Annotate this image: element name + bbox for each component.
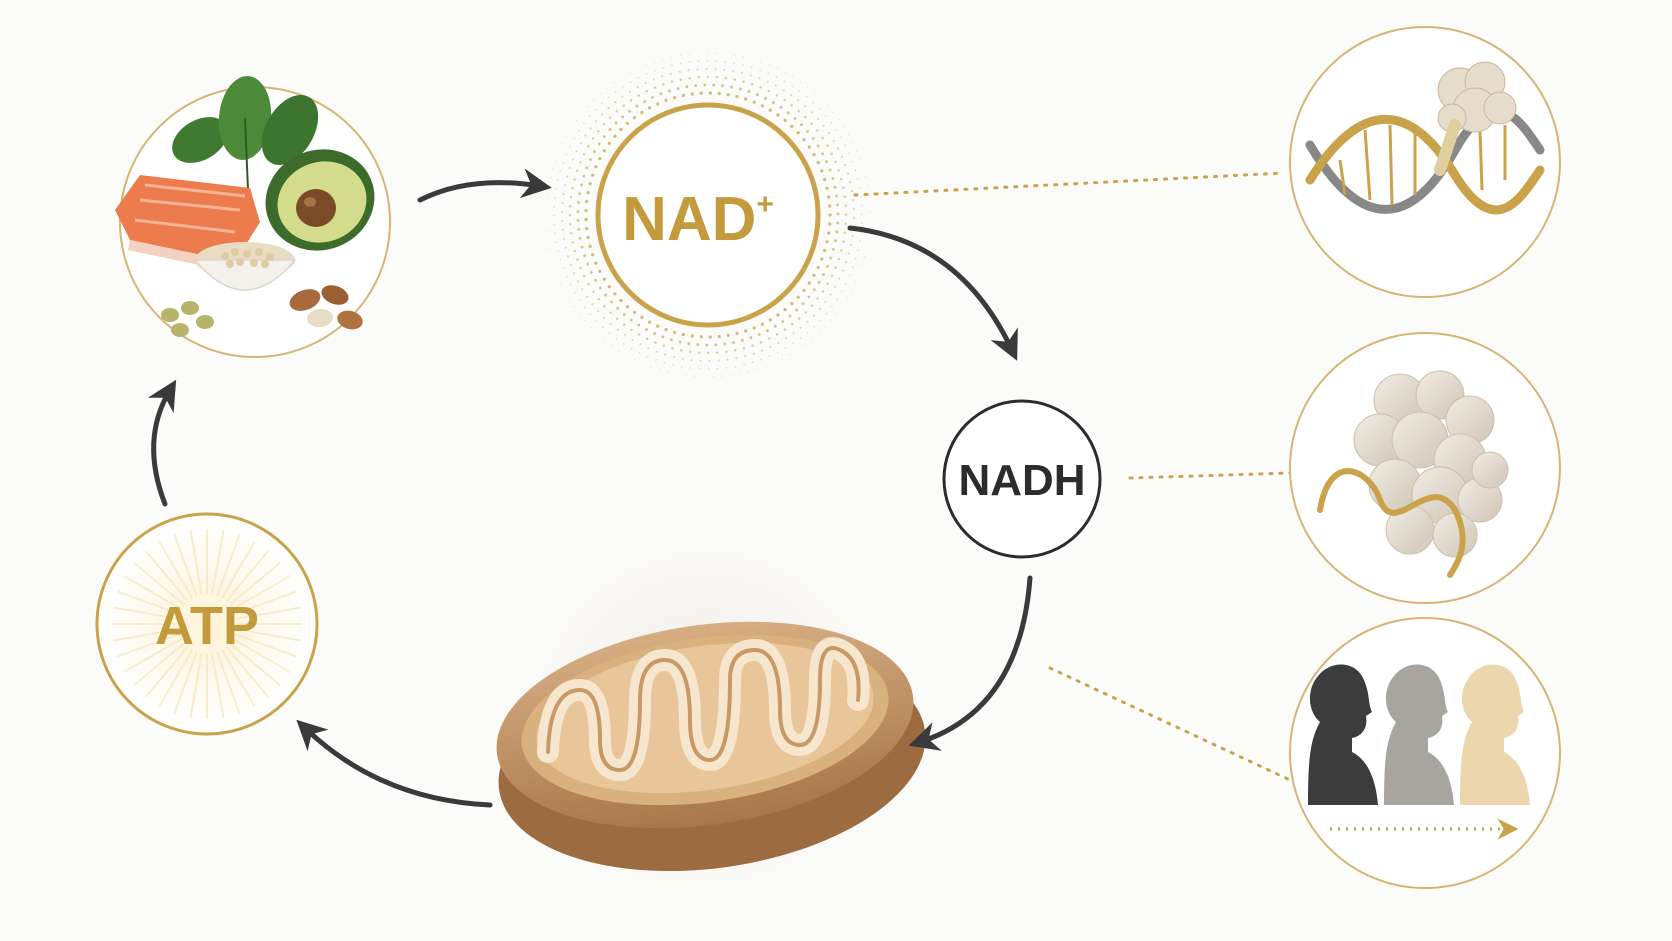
atp-label: ATP	[155, 596, 259, 656]
connector-nad-to-dna	[853, 171, 1285, 197]
arrow-atp-to-food	[147, 379, 177, 507]
cycle-arrows	[147, 168, 1033, 808]
atp-glow-rays	[112, 529, 302, 719]
arrow-nad-to-nadh	[847, 225, 1018, 361]
protein-node	[1289, 332, 1561, 604]
atp-node: ATP	[95, 512, 319, 736]
arrow-food-to-nad	[417, 168, 552, 203]
food-nutrients-icon	[115, 76, 375, 337]
dna-repair-node	[1289, 26, 1561, 298]
arrow-mitochondrion-to-atp	[296, 719, 493, 808]
nad-plus-halo	[545, 52, 871, 378]
connector-nadh-to-aging	[1048, 666, 1292, 782]
mitochondrion-icon	[496, 621, 926, 872]
nadh-label: NADH	[958, 456, 1085, 505]
nad-plus-node: NAD+	[545, 52, 871, 378]
nad-plus-label: NAD+	[622, 185, 774, 254]
protein-ribbon	[1317, 468, 1466, 578]
arrow-nadh-to-mitochondrion	[908, 575, 1033, 751]
connector-nadh-to-protein	[1128, 471, 1292, 480]
aging-progression-icon	[1308, 664, 1530, 805]
gold-connectors	[853, 171, 1292, 782]
mitochondrion-node	[496, 528, 926, 908]
aging-node	[1289, 617, 1561, 889]
nadh-node: NADH	[942, 399, 1102, 559]
nad-plus-superscript: +	[756, 188, 774, 221]
food-node	[115, 76, 391, 358]
dna-repair-icon	[1305, 61, 1545, 215]
